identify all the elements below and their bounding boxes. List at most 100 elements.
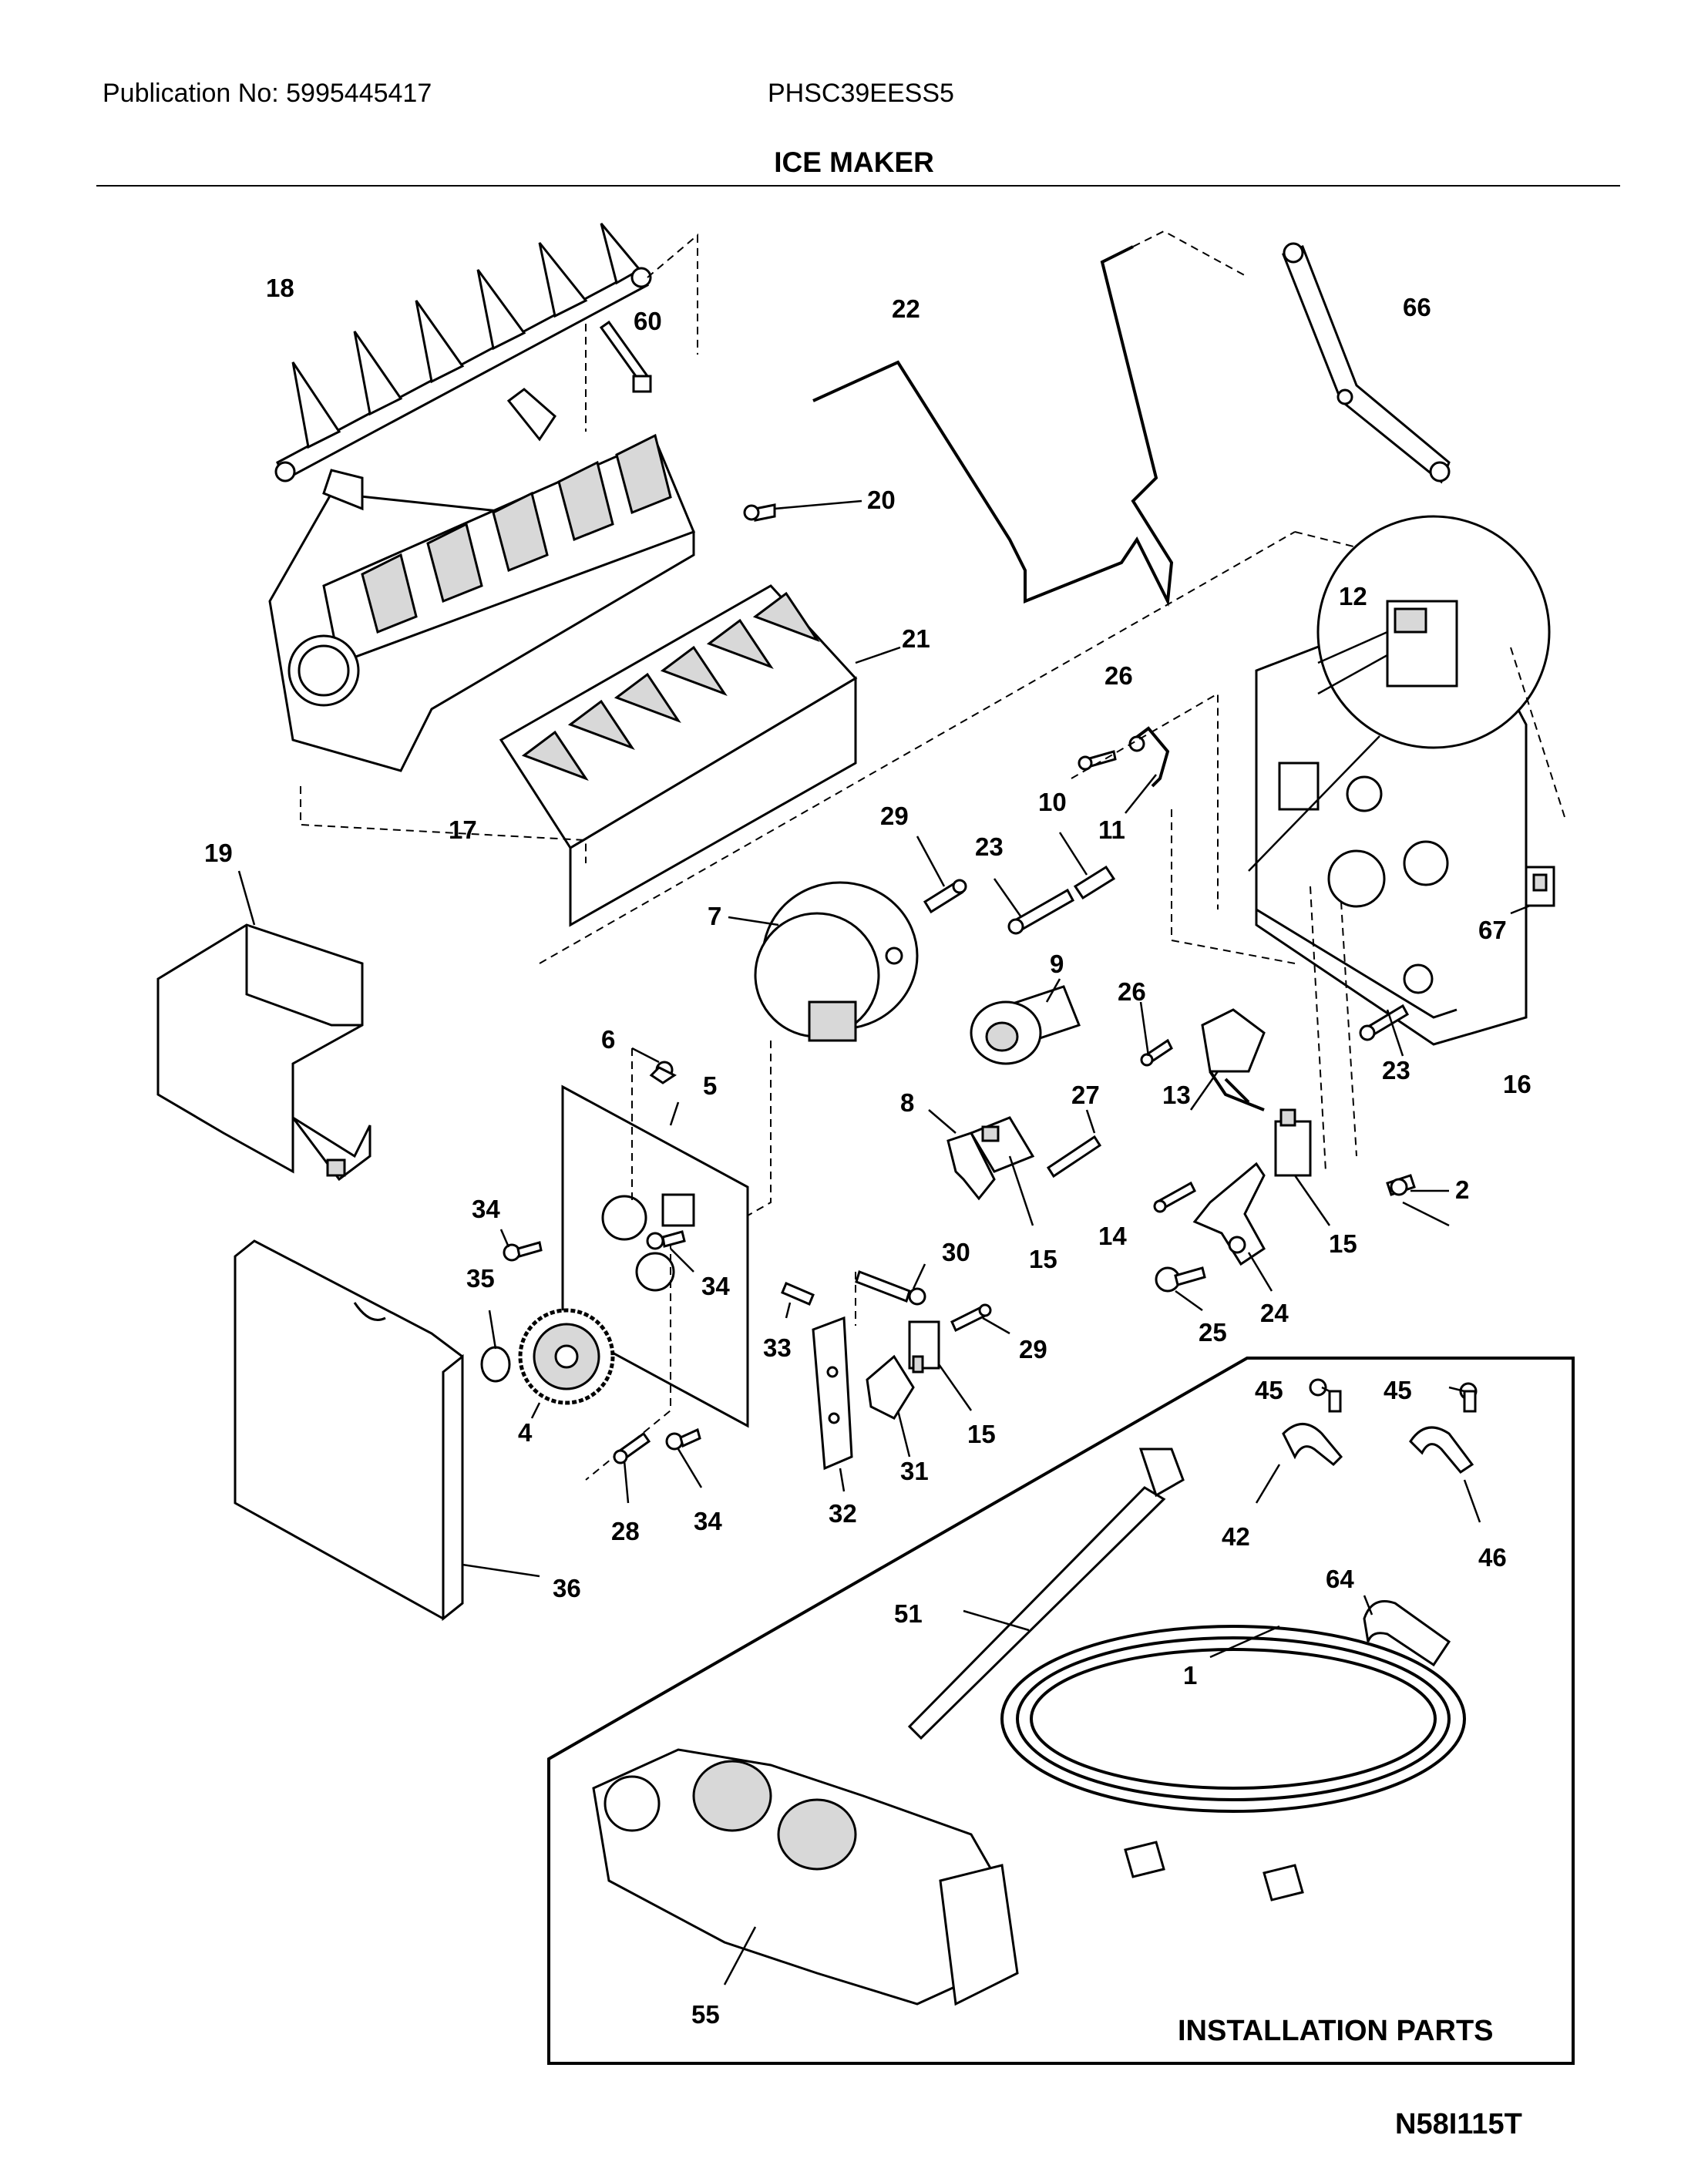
callout-51: 51 — [894, 1599, 923, 1628]
diagram-code: N58I115T — [1395, 2108, 1522, 2140]
clamp-64[interactable] — [1363, 1600, 1451, 1667]
screw-25[interactable] — [1155, 1266, 1206, 1293]
screw-14[interactable] — [1153, 1181, 1196, 1213]
clip-11[interactable] — [1128, 726, 1170, 788]
motor-7[interactable] — [754, 881, 919, 1042]
screw-34b[interactable] — [646, 1230, 686, 1250]
callout-8: 8 — [900, 1088, 914, 1117]
screw-45[interactable] — [1328, 1390, 1342, 1413]
callout-33: 33 — [763, 1333, 792, 1362]
screw-29b[interactable] — [950, 1303, 992, 1333]
insulator-31[interactable] — [866, 1354, 915, 1420]
callout-5: 5 — [703, 1071, 717, 1100]
callout-66: 66 — [1403, 293, 1431, 321]
callout-21: 21 — [902, 624, 930, 653]
cover-36[interactable] — [234, 1239, 464, 1622]
chute-19[interactable] — [156, 923, 372, 1182]
screw-28[interactable] — [613, 1431, 651, 1464]
shutoff-arm-22[interactable] — [812, 245, 1174, 607]
callout-2: 2 — [1455, 1175, 1469, 1204]
screw-45b[interactable] — [1463, 1390, 1477, 1413]
microswitch-15c[interactable] — [908, 1320, 940, 1374]
callout-26: 26 — [1104, 661, 1133, 690]
callout-29b: 29 — [1019, 1335, 1047, 1363]
pin-10[interactable] — [1073, 865, 1116, 900]
callout-35: 35 — [466, 1264, 495, 1293]
callout-45b: 45 — [1384, 1376, 1412, 1404]
callout-55: 55 — [691, 2000, 720, 2029]
publication-number: Publication No: 5995445417 — [103, 79, 432, 108]
arm-24[interactable] — [1192, 1162, 1266, 1266]
thermostat-9[interactable] — [970, 985, 1081, 1065]
callout-32: 32 — [829, 1499, 857, 1528]
callout-67: 67 — [1478, 916, 1507, 944]
callout-64: 64 — [1326, 1565, 1354, 1593]
callout-29: 29 — [880, 802, 909, 830]
callout-15b: 15 — [1329, 1229, 1357, 1258]
callout-23b: 23 — [1382, 1056, 1410, 1084]
screw-6[interactable] — [649, 1061, 677, 1084]
callout-36: 36 — [553, 1574, 581, 1602]
callout-34: 34 — [472, 1195, 500, 1223]
callout-15: 15 — [1029, 1245, 1057, 1273]
callout-4: 4 — [518, 1418, 533, 1447]
callout-18: 18 — [266, 274, 294, 302]
header-rule — [96, 185, 1620, 187]
spring-27[interactable] — [1046, 1135, 1102, 1179]
microswitch-15b[interactable] — [1274, 1108, 1312, 1177]
callout-13: 13 — [1162, 1081, 1191, 1109]
screw-29[interactable] — [923, 879, 967, 914]
clamp-42[interactable] — [1282, 1378, 1343, 1467]
callout-19: 19 — [204, 839, 233, 867]
callout-7: 7 — [708, 902, 721, 930]
switch-67[interactable] — [1525, 866, 1555, 907]
spring-23[interactable] — [1007, 888, 1075, 935]
callout-23: 23 — [975, 832, 1004, 861]
microswitch-15[interactable] — [969, 1116, 1035, 1173]
screw-2[interactable] — [1386, 1174, 1416, 1196]
tubing-1[interactable] — [1000, 1625, 1466, 1901]
callout-45: 45 — [1255, 1376, 1283, 1404]
screw-60[interactable] — [599, 320, 652, 393]
mold-part[interactable] — [268, 388, 695, 772]
callout-60: 60 — [634, 307, 662, 335]
callout-9: 9 — [1050, 950, 1064, 978]
screw-26b[interactable] — [1140, 1038, 1173, 1067]
heater-13[interactable] — [1201, 1008, 1266, 1111]
screw-20[interactable] — [743, 503, 776, 522]
callout-28: 28 — [611, 1517, 640, 1545]
washer-35[interactable] — [480, 1346, 511, 1383]
gear-4[interactable] — [518, 1308, 615, 1405]
bracket-32[interactable] — [812, 1316, 853, 1471]
callout-11: 11 — [1098, 815, 1125, 844]
callout-46: 46 — [1478, 1543, 1507, 1572]
page-title: ICE MAKER — [774, 146, 934, 178]
model-number: PHSC39EESS5 — [768, 79, 954, 108]
screw-34[interactable] — [503, 1241, 543, 1262]
screw-23b[interactable] — [1359, 1004, 1410, 1041]
callout-24: 24 — [1260, 1299, 1289, 1327]
callout-16: 16 — [1503, 1070, 1531, 1098]
screw-30[interactable] — [855, 1270, 926, 1306]
spring-33[interactable] — [781, 1282, 815, 1306]
callout-26b: 26 — [1118, 977, 1146, 1006]
connector-12[interactable] — [1316, 515, 1551, 749]
callout-31: 31 — [900, 1457, 929, 1485]
installation-box — [547, 1357, 1575, 2065]
tube-51[interactable] — [907, 1447, 1185, 1740]
ejector-part[interactable] — [274, 223, 652, 482]
callout-34c: 34 — [694, 1507, 722, 1535]
callout-27: 27 — [1071, 1081, 1100, 1109]
shroud-part[interactable] — [499, 584, 858, 927]
screw-34c[interactable] — [665, 1427, 701, 1451]
callout-15c: 15 — [967, 1420, 996, 1448]
water-valve-55[interactable] — [592, 1748, 1019, 2006]
callout-25: 25 — [1199, 1318, 1227, 1347]
lever-66[interactable] — [1282, 242, 1451, 484]
callout-22: 22 — [892, 294, 920, 323]
callout-10: 10 — [1038, 788, 1067, 816]
callout-17: 17 — [449, 815, 477, 844]
screw-26[interactable] — [1078, 750, 1117, 771]
callout-1: 1 — [1183, 1661, 1197, 1690]
